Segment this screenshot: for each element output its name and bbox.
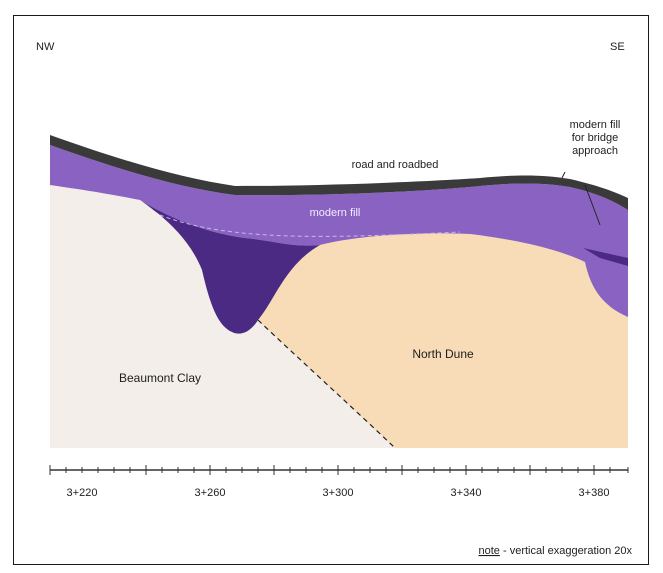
- station-label: 3+380: [579, 487, 610, 499]
- note-prefix: note: [479, 545, 500, 557]
- clay-dune-contact: [257, 319, 396, 449]
- bridge-leader: [584, 184, 601, 226]
- minor-ticks: [49, 465, 629, 475]
- bridge-fill-label-line2: for bridge: [572, 132, 618, 144]
- exaggeration-note: note - vertical exaggeration 20x: [479, 545, 633, 557]
- road-label: road and roadbed: [352, 159, 439, 171]
- dark-fill-channel: [140, 200, 320, 334]
- modern-fill-layer: [50, 145, 628, 317]
- road-leader: [561, 171, 566, 179]
- station-axis: [49, 465, 629, 475]
- north-dune-label: North Dune: [412, 347, 474, 361]
- bridge-fill-label-line1: modern fill: [570, 119, 621, 131]
- note-text: - vertical exaggeration 20x: [500, 545, 633, 557]
- direction-se: SE: [610, 41, 625, 53]
- station-label: 3+300: [323, 487, 354, 499]
- bridge-fill-wedge: [583, 248, 628, 266]
- bridge-fill-label-line3: approach: [572, 145, 618, 157]
- station-label: 3+340: [451, 487, 482, 499]
- north-dune-region: [258, 233, 628, 448]
- fill-dashed-boundary: [159, 214, 461, 237]
- station-label: 3+260: [195, 487, 226, 499]
- beaumont-clay-label: Beaumont Clay: [119, 371, 201, 385]
- road-band: [50, 135, 628, 210]
- modern-fill-label: modern fill: [310, 207, 361, 219]
- direction-nw: NW: [36, 41, 55, 53]
- station-label: 3+220: [67, 487, 98, 499]
